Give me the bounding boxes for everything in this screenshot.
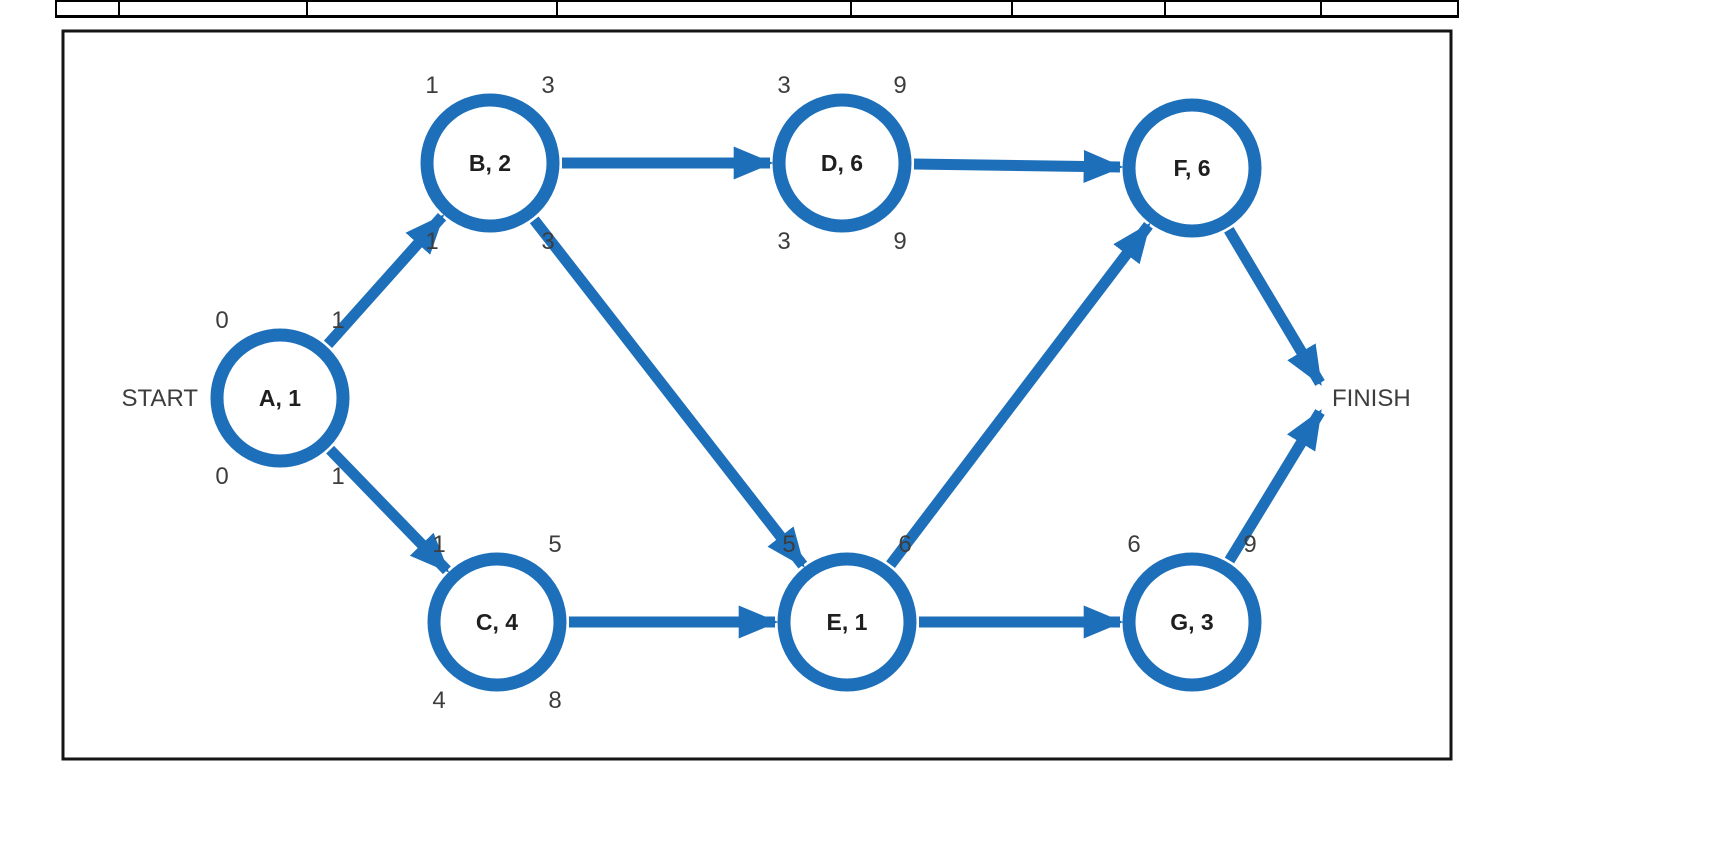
node-circle-D <box>772 93 912 233</box>
node-label-A: A, 1 <box>259 385 301 411</box>
node-label-D: D, 6 <box>821 150 863 176</box>
node-G: G, 3 6 9 <box>1122 531 1262 692</box>
node-A-br-value: 1 <box>331 463 344 490</box>
edge-E-F <box>886 221 1153 569</box>
node-D-br-value: 9 <box>893 228 906 255</box>
table-cell-2 <box>120 2 308 15</box>
node-D-bl-value: 3 <box>777 228 790 255</box>
edge-B-E <box>529 216 808 569</box>
edge-G-finish <box>1224 409 1325 564</box>
node-G-tr-value: 9 <box>1243 531 1256 558</box>
node-G-tl-value: 6 <box>1127 531 1140 558</box>
node-A-tr-value: 1 <box>331 307 344 334</box>
start-label: START <box>122 385 199 412</box>
table-cell-3 <box>308 2 558 15</box>
node-circle-E <box>777 552 917 692</box>
node-circle-F <box>1122 98 1262 238</box>
top-table-row <box>55 0 1459 18</box>
edges-layer <box>323 146 1325 639</box>
node-B-br-value: 3 <box>541 228 554 255</box>
table-cell-6 <box>1013 2 1166 15</box>
table-cell-8 <box>1322 2 1459 15</box>
node-C-br-value: 8 <box>548 687 561 714</box>
node-B-tl-value: 1 <box>425 72 438 99</box>
node-D-tr-value: 9 <box>893 72 906 99</box>
edge-F-finish <box>1224 227 1325 386</box>
node-E-tl-value: 5 <box>782 531 795 558</box>
edge-D-F <box>913 149 1124 183</box>
node-label-C: C, 4 <box>476 609 518 635</box>
table-cell-5 <box>852 2 1013 15</box>
node-C-bl-value: 4 <box>432 687 445 714</box>
node-label-F: F, 6 <box>1173 155 1210 181</box>
node-circle-B <box>420 93 560 233</box>
node-C: C, 4 1 5 4 8 <box>427 531 567 714</box>
node-B-bl-value: 1 <box>425 228 438 255</box>
node-C-tl-value: 1 <box>432 531 445 558</box>
node-E-tr-value: 6 <box>898 531 911 558</box>
node-E: E, 1 5 6 <box>777 531 917 692</box>
node-D: D, 6 3 9 3 9 <box>772 72 912 255</box>
edge-A-C <box>326 445 451 575</box>
edge-A-B <box>323 213 447 348</box>
node-circle-A <box>210 328 350 468</box>
node-B: B, 2 1 3 1 3 <box>420 72 560 255</box>
table-cell-4 <box>558 2 852 15</box>
table-cell-7 <box>1166 2 1322 15</box>
node-A-bl-value: 0 <box>215 463 228 490</box>
node-F: F, 6 <box>1122 98 1262 238</box>
table-cell-1 <box>57 2 120 15</box>
finish-label: FINISH <box>1332 385 1411 412</box>
node-A-tl-value: 0 <box>215 307 228 334</box>
node-D-tl-value: 3 <box>777 72 790 99</box>
node-label-B: B, 2 <box>469 150 511 176</box>
node-label-E: E, 1 <box>827 609 868 635</box>
node-circle-C <box>427 552 567 692</box>
node-circle-G <box>1122 552 1262 692</box>
node-B-tr-value: 3 <box>541 72 554 99</box>
node-C-tr-value: 5 <box>548 531 561 558</box>
nodes-layer: A, 1 0 1 0 1 B, 2 1 3 1 3 C, 4 1 5 4 8 D, 6 3 9 3 9 E, 1 5 6 F,… <box>210 72 1262 714</box>
node-A: A, 1 0 1 0 1 <box>210 307 350 490</box>
node-label-G: G, 3 <box>1170 609 1213 635</box>
